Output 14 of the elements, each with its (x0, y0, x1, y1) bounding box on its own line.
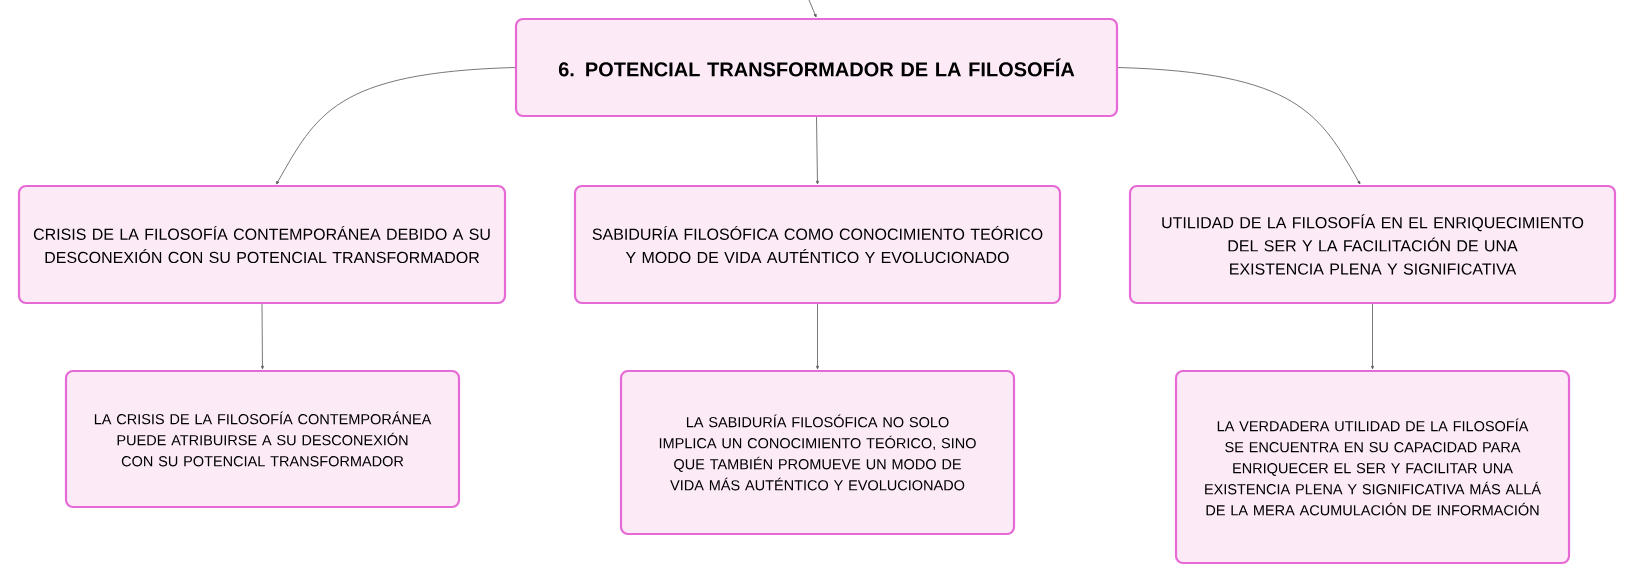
topic-box: LA SABIDURÍA FILOSÓFICA NO SOLO IMPLICA UN CONOCIMIENTO TEÓRICO, SINO QUE TAMBIÉN PROMUEVE UN MODO DE VIDA MÁS AUTÉNTICO Y EVOLUCIONADO (619, 369, 1016, 536)
topic-box: LA VERDADERA UTILIDAD DE LA FILOSOFÍA SE ENCUENTRA EN SU CAPACIDAD PARA ENRIQUECER EL SER Y FACILITAR UNA EXISTENCIA PLENA Y SIGNIFICATIVA MÁS ALLÁ DE LA MERA ACUMULACIÓN DE INFORMACIÓN (1174, 369, 1571, 565)
arrow (1371, 303, 1374, 370)
title-box: 6. POTENCIAL TRANSFORMADOR DE LA FILOSOFÍA (514, 17, 1119, 118)
arrow (261, 303, 264, 370)
topic-box: UTILIDAD DE LA FILOSOFÍA EN EL ENRIQUECIMIENTO DEL SER Y LA FACILITACIÓN DE UNA EXISTENCIA PLENA Y SIGNIFICATIVA (1128, 184, 1617, 305)
topic-box: SABIDURÍA FILOSÓFICA COMO CONOCIMIENTO TEÓRICO Y MODO DE VIDA AUTÉNTICO Y EVOLUCIONADO (573, 184, 1062, 305)
arrow (1117, 67, 1361, 185)
arrow (816, 303, 819, 370)
topic-box: CRISIS DE LA FILOSOFÍA CONTEMPORÁNEA DEBIDO A SU DESCONEXIÓN CON SU POTENCIAL TRANSFORMADOR (17, 184, 507, 305)
arrow (276, 67, 516, 185)
topic-box: LA CRISIS DE LA FILOSOFÍA CONTEMPORÁNEA PUEDE ATRIBUIRSE A SU DESCONEXIÓN CON SU POTENCIAL TRANSFORMADOR (64, 369, 461, 509)
arrow (808, 0, 817, 18)
arrow (815, 116, 819, 185)
